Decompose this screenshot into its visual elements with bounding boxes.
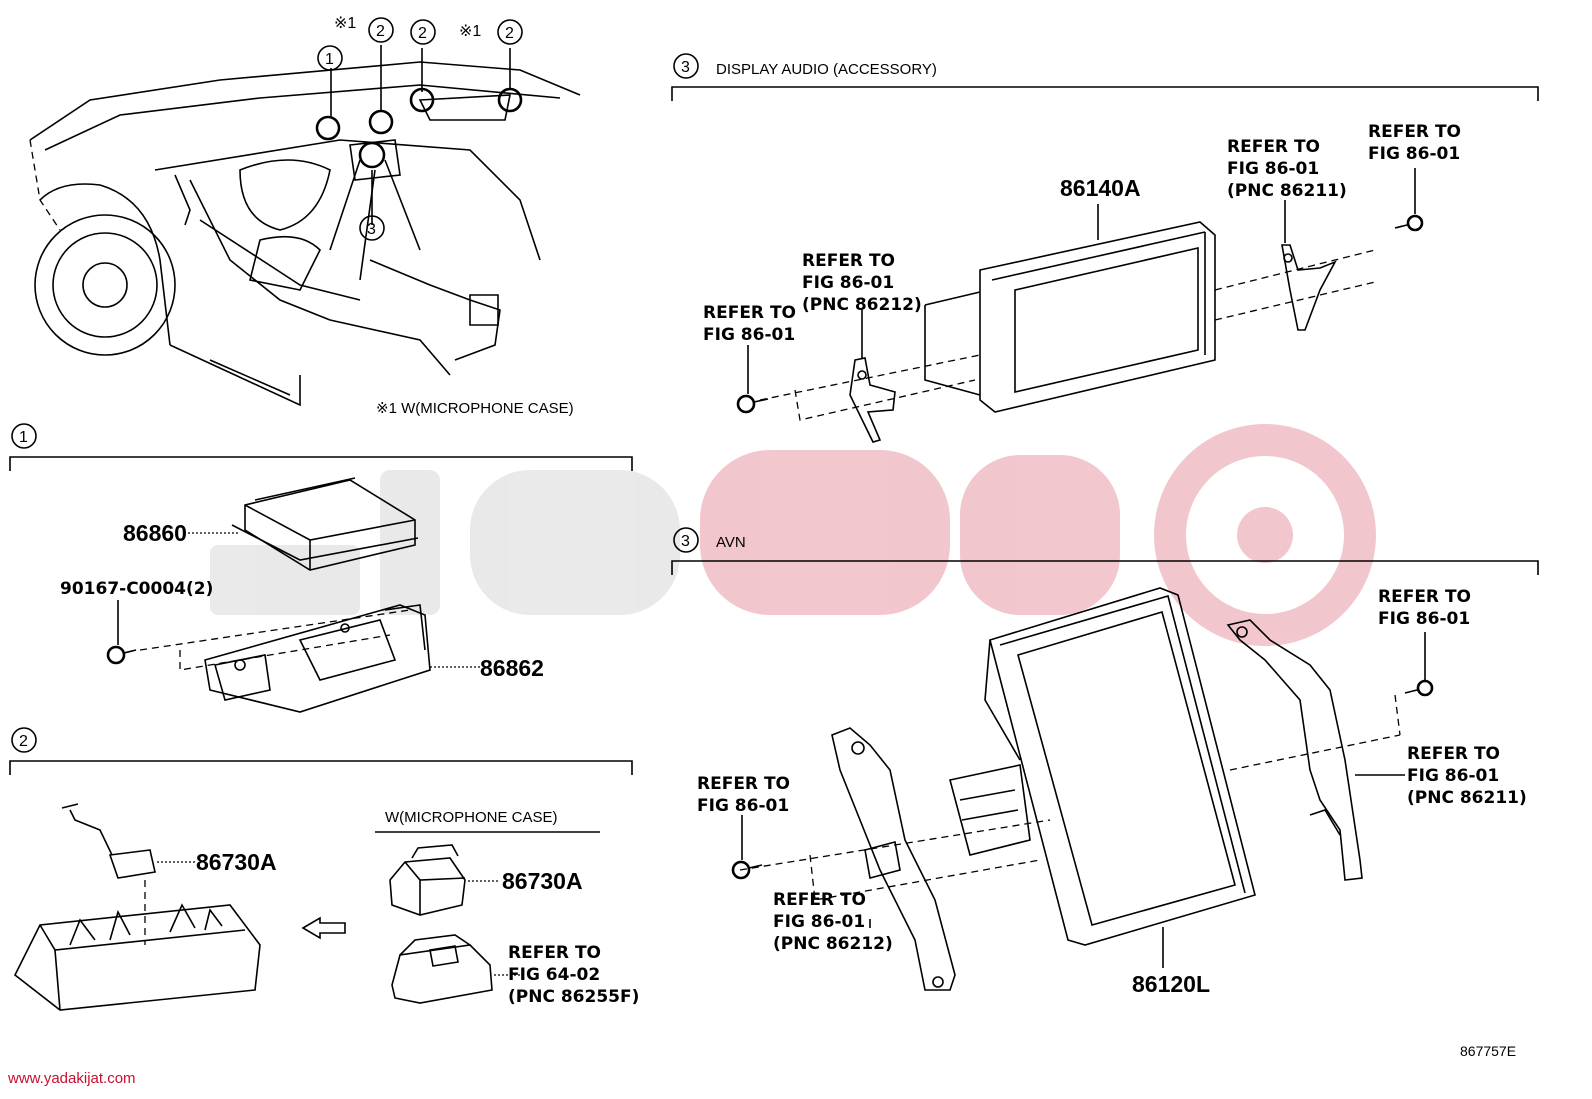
svg-text:FIG 86-01: FIG 86-01: [1227, 159, 1319, 179]
svg-text:FIG 86-01: FIG 86-01: [1407, 766, 1499, 786]
svg-text:FIG 86-01: FIG 86-01: [697, 796, 789, 816]
svg-text:REFER TO: REFER TO: [1227, 137, 1320, 157]
callout-2b: 2: [418, 25, 427, 42]
callout-2a: 2: [376, 23, 385, 40]
ref-da-left-b: REFER TO FIG 86-01: [703, 303, 796, 345]
part-86862: 86862: [480, 655, 544, 681]
section-2-header: 2: [11, 727, 37, 753]
svg-text:FIG 86-01: FIG 86-01: [703, 325, 795, 345]
callout-markers: ※1 1 2 2 ※1 2 3: [317, 15, 523, 241]
ref-avn-right: REFER TO FIG 86-01 (PNC 86211): [1407, 744, 1527, 808]
svg-text:FIG 86-01: FIG 86-01: [1368, 144, 1460, 164]
section-3a-header: 3 DISPLAY AUDIO (ACCESSORY): [673, 53, 937, 79]
avn-mount-paths: [739, 694, 1401, 901]
callout-3: 3: [367, 221, 376, 238]
mic-case-title: W(MICROPHONE CASE): [385, 809, 558, 826]
svg-text:REFER TO: REFER TO: [802, 251, 895, 271]
legend-note: ※1 W(MICROPHONE CASE): [376, 400, 574, 417]
watermark-logo: [210, 424, 1376, 646]
part-86860: 86860: [123, 520, 187, 546]
svg-text:(PNC 86212): (PNC 86212): [802, 295, 922, 315]
callout-2c: 2: [505, 25, 514, 42]
ref-mic: REFER TO FIG 64-02 (PNC 86255F): [508, 943, 639, 1007]
microphone-86730a: [61, 803, 156, 879]
mic-case-cover: [391, 934, 493, 1004]
vehicle-interior-illustration: [29, 45, 581, 407]
ref-da-right-a: REFER TO FIG 86-01 (PNC 86211): [1227, 137, 1347, 201]
da-leaders: [747, 168, 1416, 394]
avn-leaders: [741, 632, 1426, 968]
section-3b-header: 3 AVN: [673, 527, 746, 553]
section-1-header: 1: [11, 423, 37, 449]
da-mount-paths: [759, 249, 1376, 421]
ecu-86860: [231, 477, 419, 571]
svg-text:2: 2: [19, 733, 28, 750]
ref-da-right-b: REFER TO FIG 86-01: [1368, 122, 1461, 164]
avn-bracket-right: [1226, 619, 1363, 881]
section-brackets: [9, 86, 1539, 775]
callout-1: 1: [325, 51, 334, 68]
overhead-console: [13, 903, 261, 1011]
svg-text:FIG 86-01: FIG 86-01: [773, 912, 865, 932]
svg-text:FIG 86-01: FIG 86-01: [802, 273, 894, 293]
svg-text:3: 3: [681, 59, 690, 76]
svg-text:(PNC 86211): (PNC 86211): [1227, 181, 1347, 201]
svg-text:REFER TO: REFER TO: [773, 890, 866, 910]
svg-text:REFER TO: REFER TO: [697, 774, 790, 794]
figure-id: 867757E: [1460, 1043, 1516, 1059]
avn-unit: [949, 587, 1256, 946]
da-screw-left: [736, 394, 769, 414]
svg-text:1: 1: [19, 429, 28, 446]
bolt-path: [139, 609, 411, 671]
svg-text:3: 3: [681, 533, 690, 550]
ref-avn-bottom: REFER TO FIG 86-01 (PNC 86212): [773, 890, 893, 954]
note-mark-1: ※1: [334, 15, 356, 32]
svg-text:(PNC 86211): (PNC 86211): [1407, 788, 1527, 808]
part-86120l: 86120L: [1132, 971, 1210, 997]
svg-text:REFER TO: REFER TO: [1368, 122, 1461, 142]
section-3a-title: DISPLAY AUDIO (ACCESSORY): [716, 61, 937, 78]
svg-text:FIG 64-02: FIG 64-02: [508, 965, 600, 985]
display-audio-unit: [924, 221, 1216, 413]
avn-screw-left: [731, 860, 763, 880]
da-bracket-left: [849, 357, 896, 443]
bolt-90167: [106, 645, 137, 665]
ref-avn-tr: REFER TO FIG 86-01: [1378, 587, 1471, 629]
svg-text:(PNC 86255F): (PNC 86255F): [508, 987, 639, 1007]
svg-text:FIG 86-01: FIG 86-01: [1378, 609, 1470, 629]
ref-da-left-a: REFER TO FIG 86-01 (PNC 86212): [802, 251, 922, 315]
watermark-url: www.yadakijat.com: [7, 1070, 136, 1087]
svg-text:(PNC 86212): (PNC 86212): [773, 934, 893, 954]
da-screw-right: [1394, 214, 1424, 232]
ref-avn-left: REFER TO FIG 86-01: [697, 774, 790, 816]
da-bracket-right: [1281, 244, 1337, 331]
arrow-left-icon: [301, 916, 346, 940]
svg-text:REFER TO: REFER TO: [703, 303, 796, 323]
mic-case-86730a: [389, 844, 466, 916]
svg-text:REFER TO: REFER TO: [508, 943, 601, 963]
svg-text:REFER TO: REFER TO: [1378, 587, 1471, 607]
part-86730a-mic: 86730A: [502, 868, 583, 894]
svg-text:REFER TO: REFER TO: [1407, 744, 1500, 764]
avn-bracket-left: [831, 727, 956, 991]
section-3b-title: AVN: [716, 534, 746, 551]
bracket-86862: [204, 604, 431, 713]
part-86140a: 86140A: [1060, 175, 1141, 201]
avn-screw-right: [1404, 679, 1434, 697]
part-90167: 90167-C0004(2): [60, 579, 213, 599]
note-mark-2: ※1: [459, 23, 481, 40]
part-86730a: 86730A: [196, 849, 277, 875]
